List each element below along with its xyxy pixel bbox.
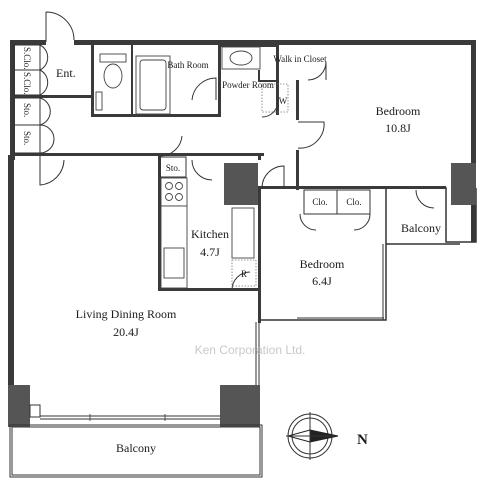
windows [40,205,474,421]
watermark: Ken Corporation Ltd. [195,343,306,357]
fridge-label: R [241,269,247,279]
balcony-south-label: Balcony [116,441,156,455]
living-name: Living Dining Room [76,307,177,321]
kitchen-name: Kitchen [191,227,229,241]
bedroom-main-name: Bedroom [376,104,421,118]
washer-label: W [279,96,288,106]
bedroom-main-area: 10.8J [385,121,411,135]
compass [286,412,339,460]
walk-in-closet-label: Walk in Closet [273,54,327,64]
closet-label-2: Clo. [346,197,361,207]
compass-north-label: N [357,432,368,448]
storage-outlines [13,44,371,215]
powder-room-label: Powder Room [222,80,274,90]
living-area: 20.4J [113,325,139,339]
labels: Ent. S.Clo. S.Clo. Sto. Sto. Bath Room P… [22,47,441,455]
shoe-closet-label-2: S.Clo. [22,72,32,95]
bath-room-text: Bath Room [167,60,208,70]
kitchen-storage-label: Sto. [166,163,180,173]
bath-room-label: Bath Room [167,60,208,70]
doors [39,11,435,291]
storage-label-1: Sto. [22,103,32,117]
bedroom-second-area: 6.4J [312,274,332,288]
bedroom-second-name: Bedroom [300,257,345,271]
closet-label-1: Clo. [312,197,327,207]
entrance-label: Ent. [56,66,76,80]
balcony-south [9,424,263,478]
outer-walls [8,40,477,425]
kitchen-area: 4.7J [200,245,220,259]
shoe-closet-label-1: S.Clo. [22,47,32,70]
pillars [8,163,476,427]
balcony-east-label: Balcony [401,221,441,235]
storage-label-2: Sto. [22,131,32,145]
interior-walls [14,45,446,323]
fixtures [95,46,289,289]
